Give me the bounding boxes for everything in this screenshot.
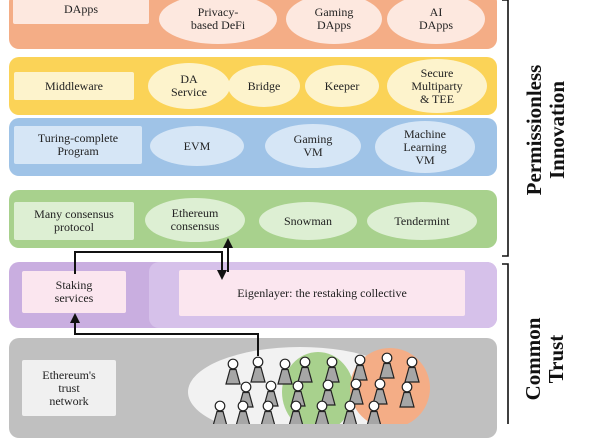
- consensus-tendermint: Tendermint: [367, 202, 477, 240]
- middleware-layer: Middleware DA Service Bridge Keeper Secu…: [9, 57, 497, 115]
- permissionless-innovation-label: Permissionless Innovation: [522, 64, 569, 196]
- staking-services-box: Staking services: [22, 271, 126, 313]
- restaking-layer: Staking services Eigenlayer: the restaki…: [9, 262, 497, 328]
- execution-ml-vm: Machine Learning VM: [375, 121, 475, 173]
- apps-layer: DApps Privacy- based DeFi Gaming DApps A…: [9, 0, 497, 49]
- apps-layer-label: DApps: [13, 0, 149, 24]
- middleware-keeper: Keeper: [305, 65, 379, 107]
- consensus-snowman: Snowman: [259, 202, 357, 240]
- execution-evm: EVM: [150, 126, 244, 166]
- app-privacy-defi: Privacy- based DeFi: [159, 0, 277, 44]
- permissionless-bracket: [502, 0, 509, 257]
- middleware-secure-mpc-tee: Secure Multiparty & TEE: [387, 59, 487, 113]
- trust-to-staking-arrow: [74, 322, 259, 356]
- diagram-overlay: [70, 0, 509, 424]
- consensus-layer: Many consensus protocol Ethereum consens…: [9, 190, 497, 248]
- app-gaming-dapps: Gaming DApps: [286, 0, 382, 44]
- consensus-layer-label: Many consensus protocol: [14, 202, 134, 240]
- middleware-layer-label: Middleware: [14, 72, 134, 100]
- common-trust-label: Common Trust: [521, 317, 568, 401]
- execution-layer-label: Turing-complete Program: [14, 126, 142, 164]
- middleware-da-service: DA Service: [148, 63, 230, 109]
- staking-to-consensus-arrow: [74, 251, 223, 274]
- execution-layer: Turing-complete Program EVM Gaming VM Ma…: [9, 118, 497, 176]
- app-ai-dapps: AI DApps: [387, 0, 485, 44]
- middleware-bridge: Bridge: [228, 65, 300, 107]
- consensus-ethereum: Ethereum consensus: [145, 198, 245, 242]
- eigenlayer-panel: Eigenlayer: the restaking collective: [149, 262, 497, 328]
- common-trust-bracket: [502, 263, 509, 424]
- trust-network-label: Ethereum's trust network: [22, 360, 116, 416]
- eigenlayer-box: Eigenlayer: the restaking collective: [179, 270, 465, 316]
- execution-gaming-vm: Gaming VM: [265, 124, 361, 168]
